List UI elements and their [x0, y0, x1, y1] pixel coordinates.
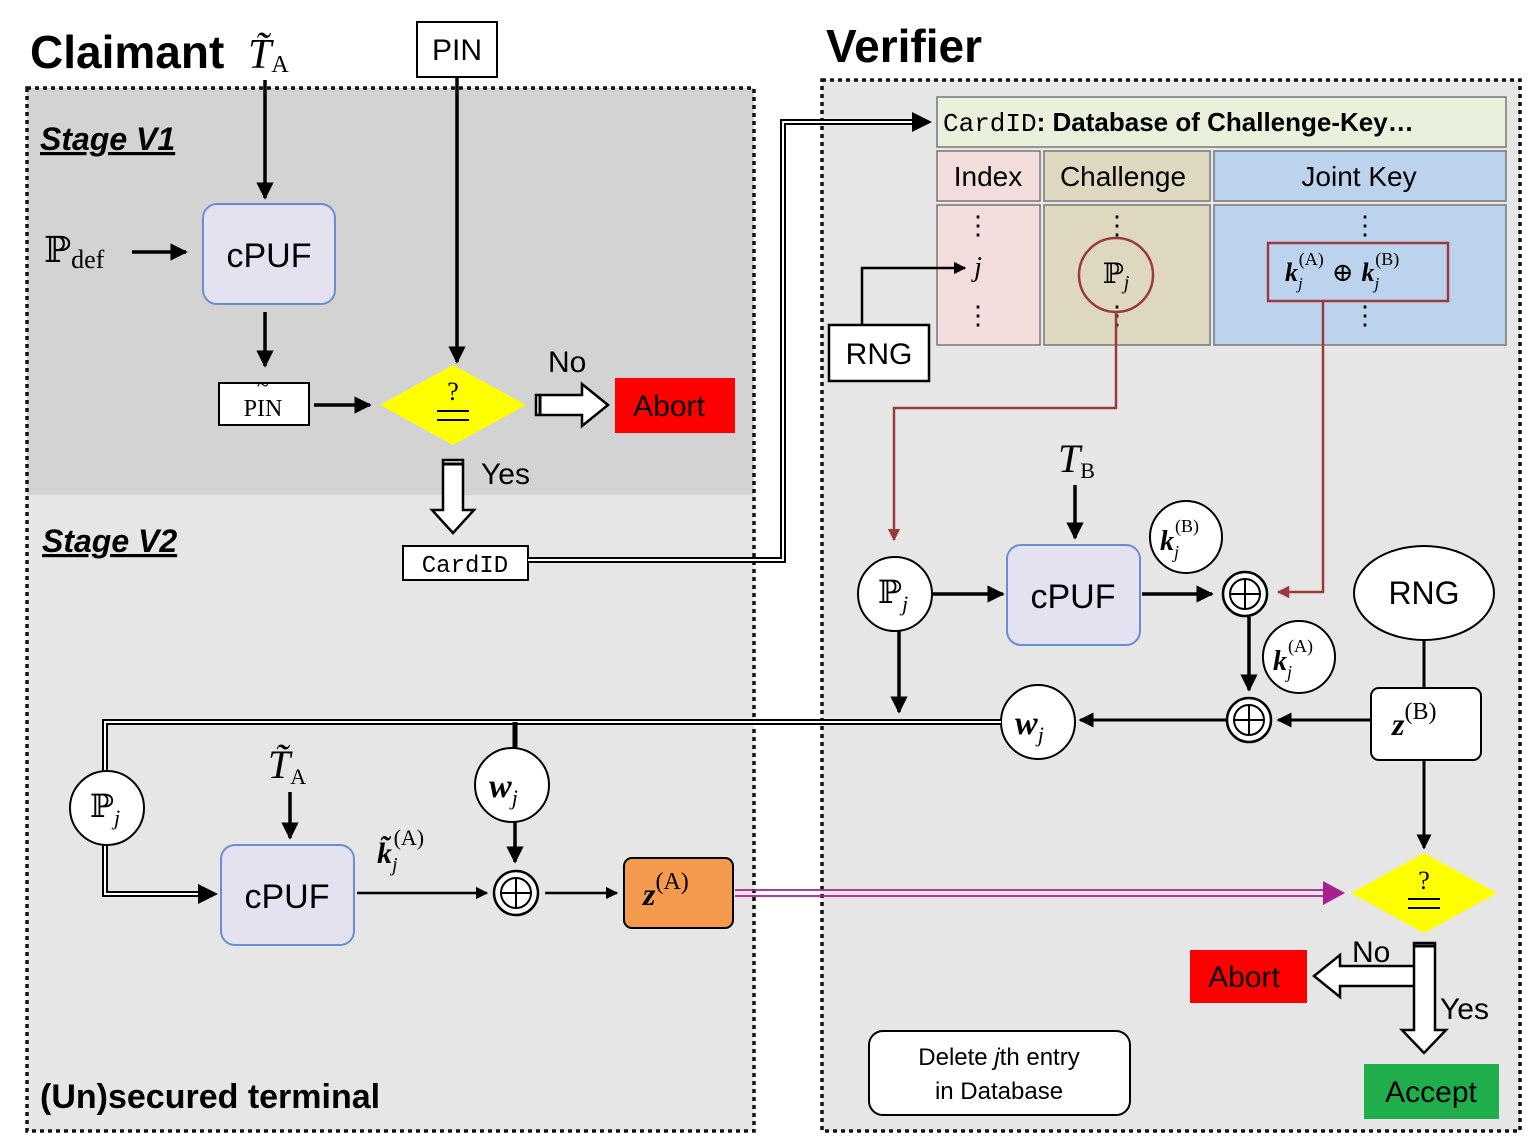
challenge-column-header	[1043, 150, 1211, 202]
claimant-symbol: T̃A	[248, 32, 289, 78]
stage-v2-label: Stage V2	[42, 523, 177, 559]
pin-input-label: PIN	[432, 34, 482, 67]
za-link-head	[1323, 881, 1345, 905]
verifier-yes-block-arrow	[1399, 941, 1449, 1055]
pin-compare-diamond	[380, 365, 526, 445]
challenge-dots-top: ⋮	[1104, 211, 1130, 240]
verifier-compare-diamond	[1351, 853, 1497, 933]
wj-circle-claimant	[474, 747, 550, 823]
rng-index-box	[827, 323, 931, 383]
ka-circle	[1262, 620, 1336, 694]
card-id-link-inner	[528, 121, 912, 561]
joint-key-column-label: Joint Key	[1301, 161, 1416, 192]
kb-label: kj(B)	[1160, 516, 1199, 562]
cpuf-claimant-top-label: cPUF	[227, 237, 312, 275]
cpuf-verifier-label: cPUF	[1031, 578, 1116, 616]
cpuf-verifier	[1006, 544, 1141, 646]
accept-box	[1364, 1064, 1499, 1119]
joint-key-highlight	[1266, 241, 1450, 303]
challenge-column-label: Challenge	[1060, 161, 1186, 192]
ka-label: kj(A)	[1273, 636, 1313, 682]
claimant-header: Claimant	[30, 26, 224, 78]
verifier-yes-label: Yes	[1440, 993, 1489, 1026]
ta-lower-symbol: T̃A	[268, 742, 306, 789]
claimant-panel	[25, 86, 756, 1133]
cpuf-claimant-bottom	[220, 844, 355, 946]
zb-box	[1370, 687, 1482, 761]
joint-key-value: kj(A)⊕kj(B)	[1285, 249, 1399, 293]
challenge-column-body	[1043, 204, 1211, 346]
kb-circle	[1149, 500, 1223, 574]
pin-input-box	[416, 21, 498, 78]
cpuf-claimant-top	[202, 203, 336, 305]
database-title-box	[936, 96, 1507, 148]
abort-label-claimant: Abort	[633, 390, 705, 423]
card-id-link-head	[912, 112, 932, 132]
za-label: z(A)	[642, 869, 689, 912]
index-column-header	[936, 150, 1041, 202]
pin-compare-yes-label: Yes	[481, 458, 530, 491]
pin-compare-question: ?	[447, 377, 459, 406]
pin-tilde-tilde: ~	[257, 372, 269, 397]
pin-compare-no-label: No	[548, 346, 586, 379]
verifier-header: Verifier	[826, 20, 982, 72]
pin-tilde-box	[218, 382, 310, 426]
verifier-no-label: No	[1352, 936, 1390, 969]
joint-key-column-body	[1213, 204, 1507, 346]
index-column-body	[936, 204, 1041, 346]
wj-label-verifier: wj	[1015, 705, 1044, 747]
terminal-label: (Un)secured terminal	[40, 1078, 380, 1116]
pj-label-claimant: ℙj	[90, 788, 120, 830]
card-id-label: CardID	[422, 553, 508, 580]
verifier-compare-question: ?	[1418, 866, 1430, 895]
verifier-panel-border	[820, 78, 1522, 1133]
index-dots-bottom: ⋮	[965, 301, 991, 330]
abort-box-claimant	[615, 378, 735, 433]
abort-label-verifier: Abort	[1208, 961, 1280, 994]
index-column-label: Index	[954, 161, 1023, 192]
joint-key-dots-bottom: ⋮	[1352, 301, 1378, 330]
pj-circle-claimant	[69, 770, 145, 846]
abort-box-verifier	[1190, 950, 1307, 1003]
database-title: CardID: Database of Challenge-Key…	[943, 107, 1414, 139]
rng-to-index-arrow	[860, 261, 967, 325]
index-dots-top: ⋮	[965, 211, 991, 240]
delete-entry-note	[868, 1030, 1131, 1116]
pin-yes-block-arrow	[429, 458, 477, 535]
za-box	[623, 857, 734, 929]
pin-tilde-label: PIN	[244, 396, 283, 422]
t-b-symbol: TB	[1058, 436, 1095, 483]
k-tilde-label: k̃j(A)	[377, 825, 424, 876]
joint-key-to-xor-link	[1276, 301, 1325, 599]
cpuf-claimant-bottom-label: cPUF	[245, 878, 330, 916]
delete-entry-line2: in Database	[935, 1078, 1063, 1105]
rng-nonce-label: RNG	[1388, 575, 1459, 611]
index-j: j	[971, 252, 982, 283]
rng-index-label: RNG	[846, 338, 913, 371]
pdef-label: ℙdef	[44, 230, 105, 274]
card-id-box	[402, 545, 529, 581]
pj-label-verifier: ℙj	[878, 574, 908, 616]
delete-entry-line1: Delete jth entry	[918, 1044, 1079, 1071]
accept-label: Accept	[1385, 1076, 1477, 1109]
wj-pj-bus-head	[198, 884, 218, 904]
wj-label-claimant: wj	[489, 768, 518, 810]
challenge-pj-label: ℙj	[1103, 259, 1130, 294]
joint-key-dots-top: ⋮	[1352, 211, 1378, 240]
pin-no-block-arrow	[534, 381, 610, 429]
claimant-panel-border	[25, 86, 756, 1133]
challenge-to-pj-link	[887, 312, 1118, 542]
stage-v1-label: Stage V1	[40, 121, 175, 157]
zb-label: z(B)	[1391, 699, 1436, 742]
joint-key-column-header	[1213, 150, 1507, 202]
